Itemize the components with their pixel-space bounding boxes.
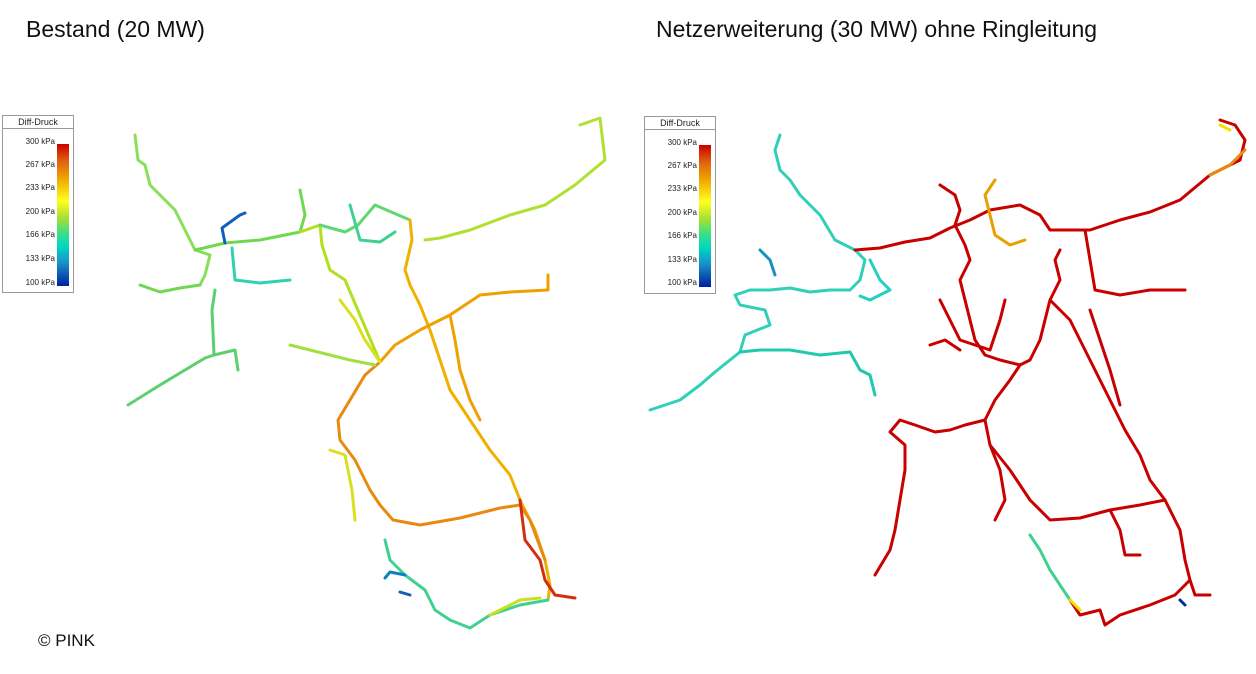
pipe <box>288 343 377 367</box>
pipe <box>220 211 247 245</box>
pipe <box>383 538 550 630</box>
legend-tick-133: 133 kPa <box>25 254 55 263</box>
pipe <box>648 133 867 412</box>
pipe <box>1178 598 1187 607</box>
legend-tick-267: 267 kPa <box>25 160 55 169</box>
legend-tick-100: 100 kPa <box>25 278 55 287</box>
legend-title: Diff-Druck <box>3 116 73 129</box>
pipe <box>1048 298 1212 597</box>
pipe <box>928 338 962 352</box>
pipe <box>758 248 777 277</box>
legend-tick-200: 200 kPa <box>667 208 697 217</box>
legend-tick-233: 233 kPa <box>25 183 55 192</box>
pipe <box>1108 508 1142 557</box>
pipe <box>1088 308 1122 407</box>
panel-title-existing: Bestand (20 MW) <box>26 16 205 42</box>
pipe <box>1028 533 1072 602</box>
pipe <box>983 363 1022 522</box>
pipe <box>858 258 892 302</box>
pipe <box>378 273 550 364</box>
legend-tick-166: 166 kPa <box>25 230 55 239</box>
legend-colorbar <box>57 144 69 286</box>
legend-tick-100: 100 kPa <box>667 278 697 287</box>
pipe <box>338 298 382 364</box>
pipe <box>738 348 877 397</box>
pipe <box>448 313 482 422</box>
copyright-notice: © PINK <box>38 631 95 650</box>
pipe <box>938 298 1007 352</box>
legend-tick-233: 233 kPa <box>667 184 697 193</box>
pipe <box>398 590 412 597</box>
pipe <box>853 118 1247 252</box>
pipe <box>328 448 357 522</box>
pipe <box>983 178 1027 247</box>
pipe <box>1208 148 1247 177</box>
pipe <box>298 223 382 364</box>
pipe <box>133 133 212 287</box>
pipe <box>336 360 547 562</box>
pipe <box>348 203 397 244</box>
network-existing <box>126 116 607 630</box>
legend-tick-200: 200 kPa <box>25 207 55 216</box>
legend-tick-166: 166 kPa <box>667 231 697 240</box>
pipe <box>488 596 542 617</box>
pipe <box>138 283 202 294</box>
pipe <box>1068 578 1192 627</box>
pipe <box>1083 228 1187 297</box>
legend-tick-300: 300 kPa <box>667 138 697 147</box>
legend-tick-267: 267 kPa <box>667 161 697 170</box>
legend-tick-300: 300 kPa <box>25 137 55 146</box>
pipe <box>318 203 412 234</box>
pipe <box>230 246 292 285</box>
pipe <box>193 188 307 252</box>
legend-extension: Diff-Druck 300 kPa 267 kPa 233 kPa 200 k… <box>644 116 716 294</box>
pipe <box>518 498 577 600</box>
panel-title-extension: Netzerweiterung (30 MW) ohne Ringleitung <box>656 16 1098 42</box>
legend-title: Diff-Druck <box>645 117 715 130</box>
pipe <box>1068 598 1082 612</box>
pipe <box>126 288 217 407</box>
legend-tick-133: 133 kPa <box>667 255 697 264</box>
network-extension <box>648 118 1247 627</box>
pipe <box>873 418 987 577</box>
legend-existing: Diff-Druck 300 kPa 267 kPa 233 kPa 200 k… <box>2 115 74 293</box>
pipe <box>383 570 407 580</box>
pipe <box>988 443 1167 522</box>
pipe <box>1218 123 1232 132</box>
pipe <box>423 116 607 242</box>
pipe <box>212 348 240 372</box>
legend-colorbar <box>699 145 711 287</box>
